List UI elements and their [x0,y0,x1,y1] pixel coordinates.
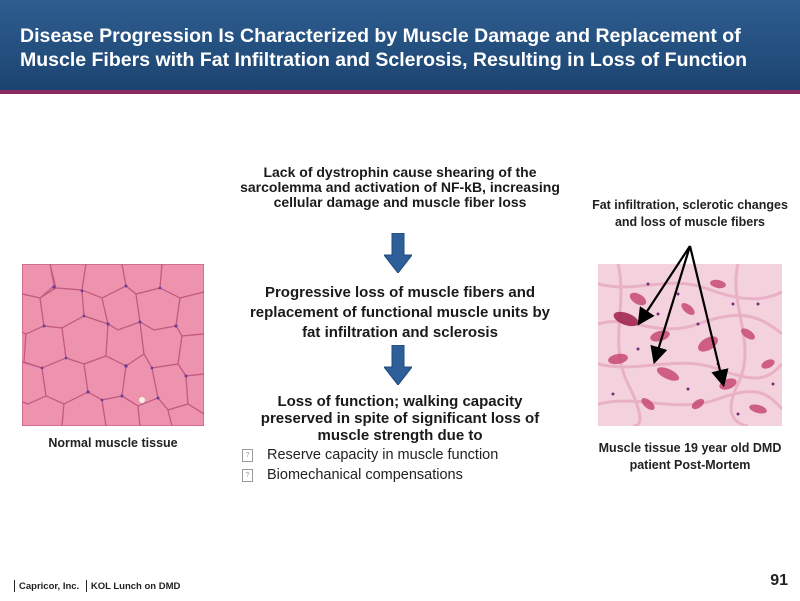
down-arrow-icon [384,345,412,385]
footer-company: Capricor, Inc. [19,580,80,592]
title-bar [0,0,800,90]
footer: Capricor, Inc. KOL Lunch on DMD [14,580,180,592]
footer-divider [14,580,15,592]
bullet-list: ? Reserve capacity in muscle function ? … [240,445,560,485]
flow-step-3: Loss of function; walking capacity prese… [260,393,540,444]
normal-muscle-image [22,264,204,426]
flow-step-1: Lack of dystrophin cause shearing of the… [240,164,560,210]
footer-divider [85,580,87,592]
list-item: ? Reserve capacity in muscle function [240,445,560,465]
page-number: 91 [770,572,788,589]
normal-tissue-caption: Normal muscle tissue [48,436,178,450]
bullet-text: Reserve capacity in muscle function [267,447,499,463]
bullet-icon: ? [242,448,253,462]
slide-title: Disease Progression Is Characterized by … [20,25,747,71]
flow-step-2: Progressive loss of muscle fibers and re… [249,284,551,341]
footer-event: KOL Lunch on DMD [90,580,181,592]
fat-infiltration-label: Fat infiltration, sclerotic changes and … [592,198,788,229]
accent-divider [0,90,800,94]
dmd-muscle-image [598,264,782,426]
dmd-tissue-caption: Muscle tissue 19 year old DMD patient Po… [598,441,782,472]
list-item: ? Biomechanical compensations [240,465,560,485]
bullet-text: Biomechanical compensations [267,467,463,483]
down-arrow-icon [384,233,412,273]
bullet-icon: ? [242,468,253,482]
